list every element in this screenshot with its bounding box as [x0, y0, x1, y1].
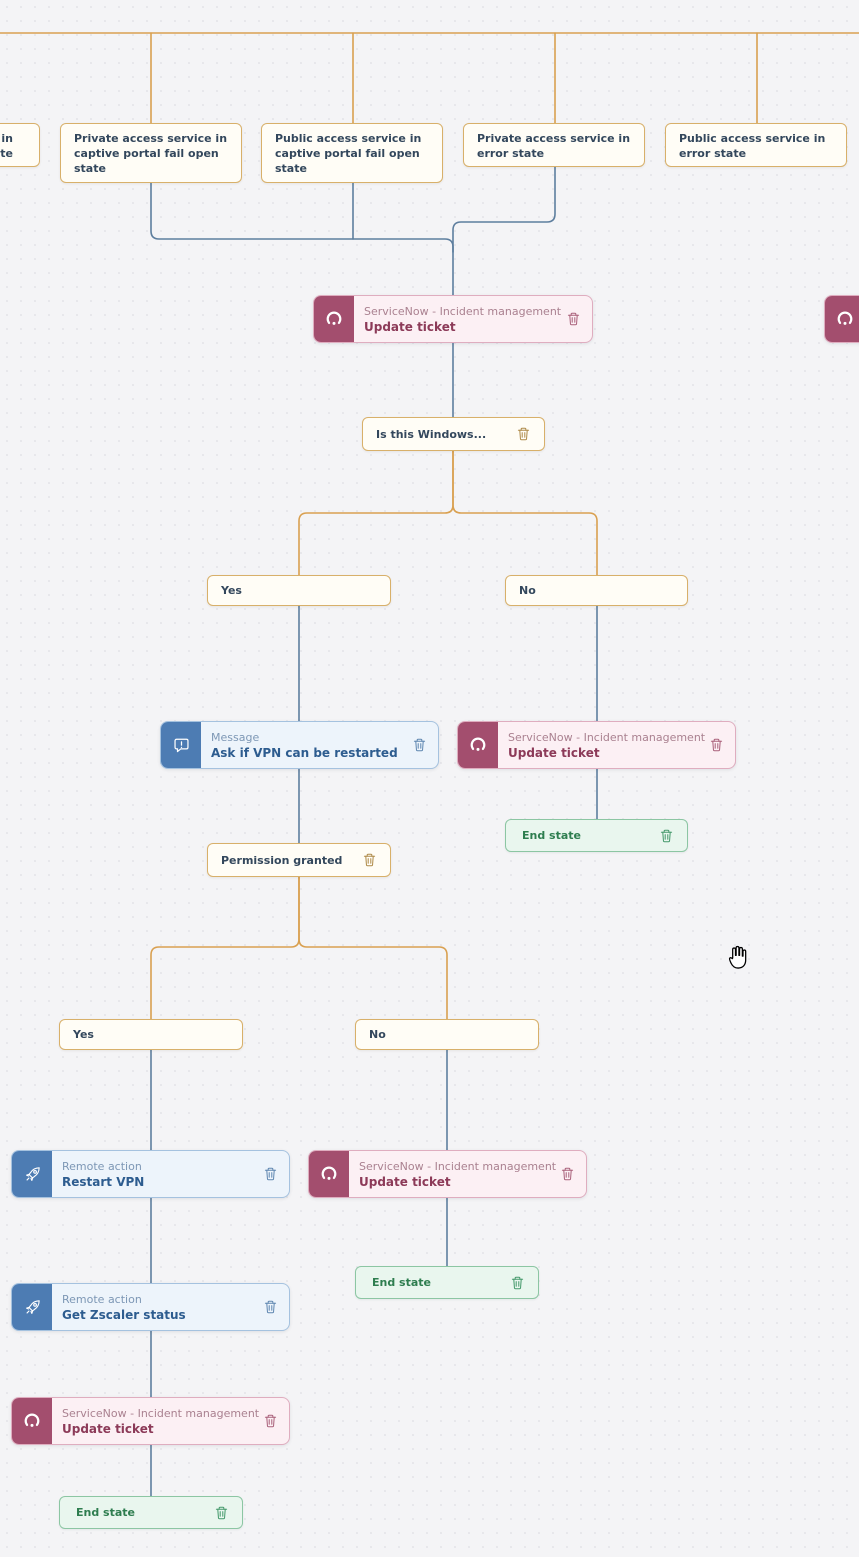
end-state-node-no-permission[interactable]: End state	[355, 1266, 539, 1299]
end-state-node-after-restart[interactable]: End state	[59, 1496, 243, 1529]
servicenow-swirl-icon	[309, 1151, 349, 1197]
node-type-label: ServiceNow - Incident management	[508, 730, 706, 744]
condition-node-public-error-state[interactable]: Public access service in error state	[665, 123, 847, 167]
branch-node-no-permission[interactable]: No	[355, 1019, 539, 1050]
branch-label: Yes	[221, 584, 242, 597]
node-type-label: Message	[211, 730, 260, 744]
condition-label: Public access service in error state	[679, 132, 826, 160]
servicenow-swirl-icon	[825, 296, 859, 342]
delete-node-button[interactable]	[258, 1165, 283, 1183]
condition-node-permission-granted[interactable]: Permission granted	[207, 843, 391, 877]
delete-node-button[interactable]	[654, 827, 679, 845]
branch-label: Yes	[73, 1028, 94, 1041]
branch-node-yes-permission[interactable]: Yes	[59, 1019, 243, 1050]
branch-label: No	[519, 584, 536, 597]
delete-node-button[interactable]	[357, 851, 382, 869]
condition-node-clipped-left[interactable]: in ate	[0, 123, 40, 167]
delete-node-button[interactable]	[209, 1504, 234, 1522]
delete-node-button[interactable]	[704, 736, 729, 754]
servicenow-update-ticket-node-no-permission[interactable]: ServiceNow - Incident management Update …	[308, 1150, 587, 1198]
branch-node-yes-windows[interactable]: Yes	[207, 575, 391, 606]
branch-label: No	[369, 1028, 386, 1041]
servicenow-update-ticket-node-main[interactable]: ServiceNow - Incident management Update …	[313, 295, 593, 343]
node-type-label: ServiceNow - Incident management	[359, 1159, 557, 1173]
node-title: Update ticket	[62, 1421, 154, 1436]
remote-action-restart-vpn-node[interactable]: Remote action Restart VPN	[11, 1150, 290, 1198]
branch-node-no-windows[interactable]: No	[505, 575, 688, 606]
condition-label: Private access service in captive portal…	[74, 132, 228, 175]
delete-node-button[interactable]	[258, 1298, 283, 1316]
condition-label: Private access service in error state	[477, 132, 631, 160]
delete-node-button[interactable]	[258, 1412, 283, 1430]
delete-node-button[interactable]	[407, 736, 432, 754]
servicenow-update-ticket-node-not-windows[interactable]: ServiceNow - Incident management Update …	[457, 721, 736, 769]
servicenow-swirl-icon	[314, 296, 354, 342]
node-type-label: Remote action	[62, 1159, 142, 1173]
node-type-label: Remote action	[62, 1292, 142, 1306]
end-state-node-not-windows[interactable]: End state	[505, 819, 688, 852]
speech-bubble-icon	[161, 722, 201, 768]
condition-node-is-this-windows[interactable]: Is this Windows...	[362, 417, 545, 451]
delete-node-button[interactable]	[555, 1165, 580, 1183]
node-title: Update ticket	[359, 1174, 451, 1189]
node-title: Update ticket	[364, 319, 456, 334]
end-state-label: End state	[522, 829, 581, 842]
condition-label: Public access service in captive portal …	[275, 132, 422, 175]
rocket-icon	[12, 1284, 52, 1330]
servicenow-swirl-icon	[12, 1398, 52, 1444]
rocket-icon	[12, 1151, 52, 1197]
end-state-label: End state	[76, 1506, 135, 1519]
condition-label: Permission granted	[221, 853, 343, 867]
condition-node-private-error-state[interactable]: Private access service in error state	[463, 123, 645, 167]
condition-label: Is this Windows...	[376, 427, 487, 441]
delete-node-button[interactable]	[511, 425, 536, 443]
grab-hand-cursor	[722, 943, 750, 971]
condition-label: in ate	[0, 132, 13, 160]
delete-node-button[interactable]	[561, 310, 586, 328]
servicenow-swirl-icon	[458, 722, 498, 768]
condition-node-public-captive-portal[interactable]: Public access service in captive portal …	[261, 123, 443, 183]
remote-action-get-zscaler-status-node[interactable]: Remote action Get Zscaler status	[11, 1283, 290, 1331]
message-ask-vpn-node[interactable]: Message Ask if VPN can be restarted	[160, 721, 439, 769]
node-title: Get Zscaler status	[62, 1307, 186, 1322]
condition-node-private-captive-portal[interactable]: Private access service in captive portal…	[60, 123, 242, 183]
delete-node-button[interactable]	[505, 1274, 530, 1292]
node-title: Restart VPN	[62, 1174, 145, 1189]
servicenow-update-ticket-node-after-restart[interactable]: ServiceNow - Incident management Update …	[11, 1397, 290, 1445]
node-title: Update ticket	[508, 745, 600, 760]
node-title: Ask if VPN can be restarted	[211, 745, 398, 760]
servicenow-node-clipped-right[interactable]	[824, 295, 859, 343]
node-type-label: ServiceNow - Incident management	[364, 304, 562, 318]
end-state-label: End state	[372, 1276, 431, 1289]
node-type-label: ServiceNow - Incident management	[62, 1406, 260, 1420]
